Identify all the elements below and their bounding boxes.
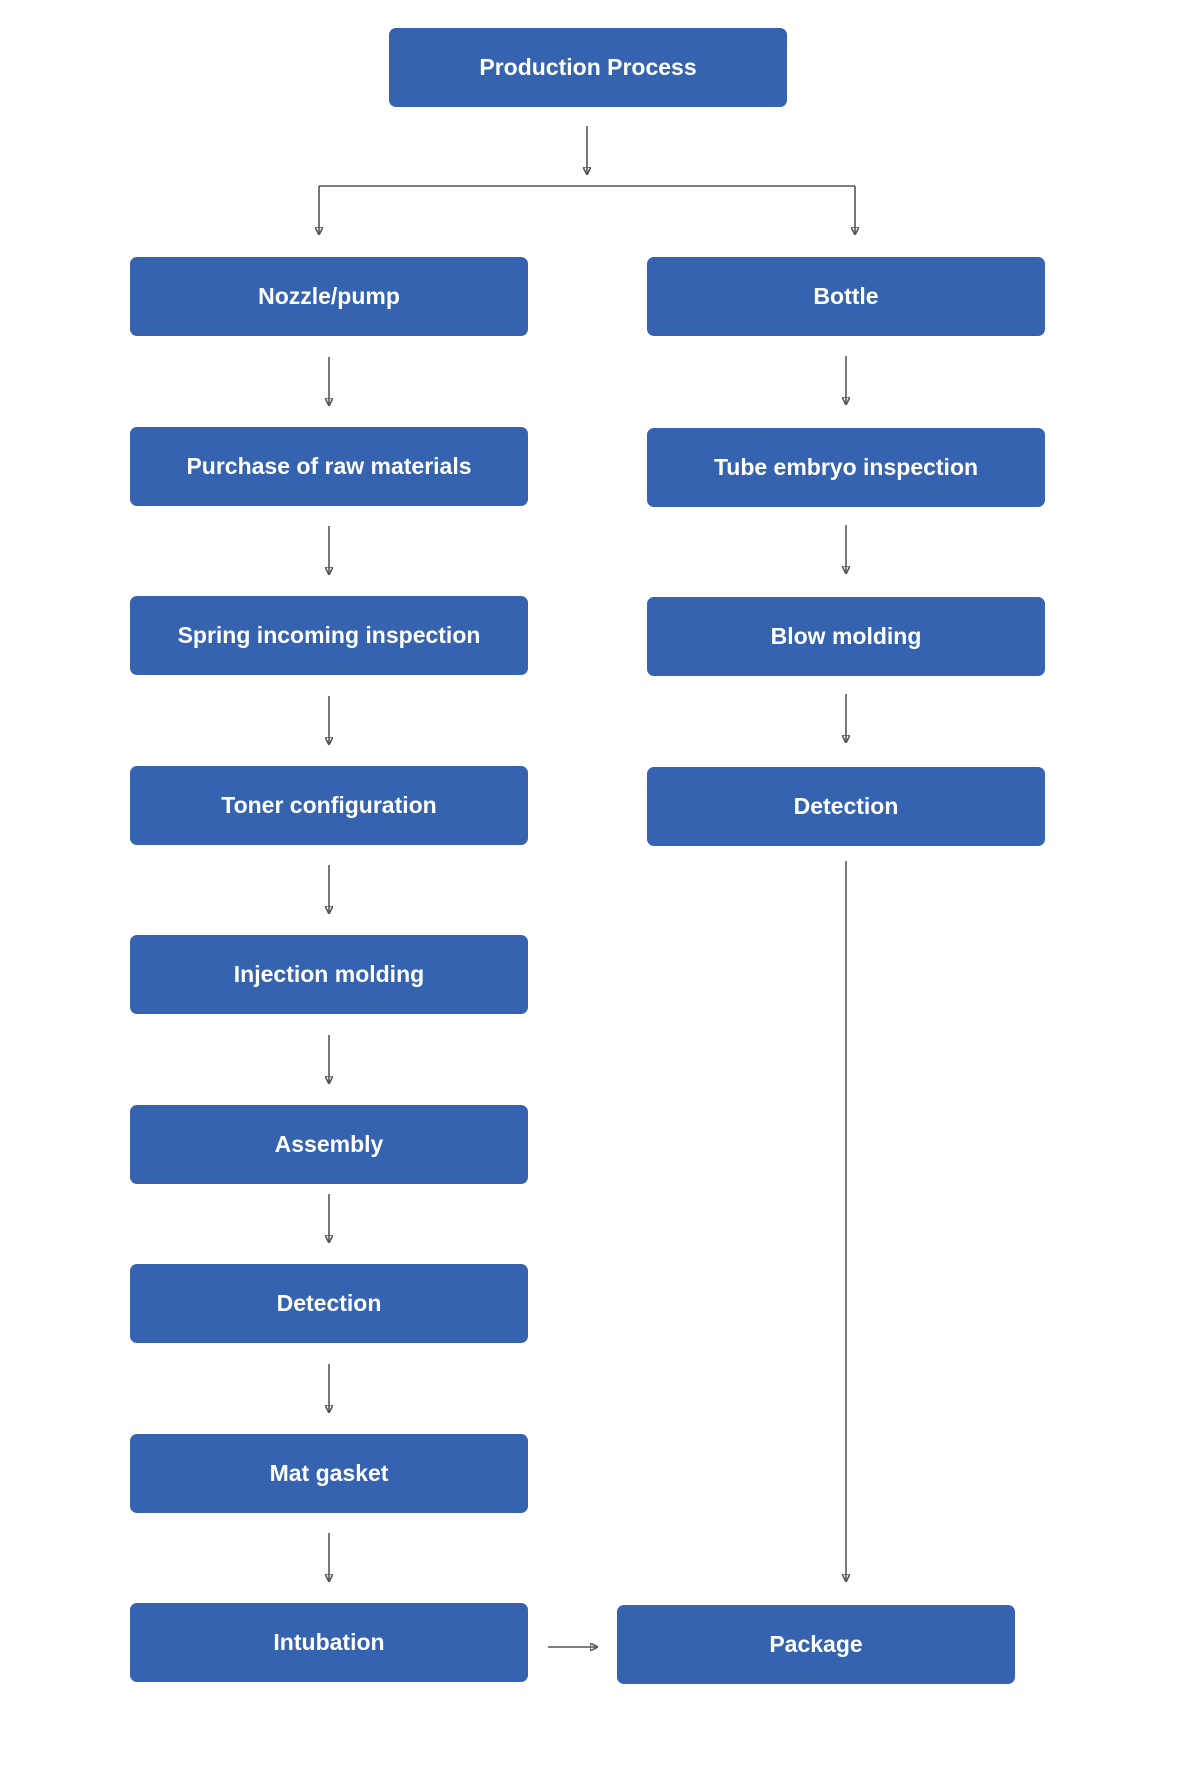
node-label: Tube embryo inspection (713, 454, 979, 480)
node-production-process: Production Process (389, 28, 787, 107)
node-label: Bottle (813, 283, 879, 309)
node-nozzle-pump: Nozzle/pump (130, 257, 528, 336)
node-detection-left: Detection (130, 1264, 528, 1343)
node-label: Blow molding (770, 623, 922, 649)
node-toner-configuration: Toner configuration (130, 766, 528, 845)
node-spring-incoming-inspection: Spring incoming inspection (130, 596, 528, 675)
node-injection-molding: Injection molding (130, 935, 528, 1014)
node-label: Production Process (479, 54, 697, 80)
node-label: Assembly (274, 1131, 384, 1157)
node-label: Intubation (273, 1629, 385, 1655)
node-label: Nozzle/pump (258, 283, 400, 309)
node-package: Package (617, 1605, 1015, 1684)
node-label: Spring incoming inspection (177, 622, 481, 648)
node-label: Package (769, 1631, 863, 1657)
node-detection-right: Detection (647, 767, 1045, 846)
node-assembly: Assembly (130, 1105, 528, 1184)
node-purchase-of-raw-materials: Purchase of raw materials (130, 427, 528, 506)
node-blow-molding: Blow molding (647, 597, 1045, 676)
node-mat-gasket: Mat gasket (130, 1434, 528, 1513)
node-label: Purchase of raw materials (186, 453, 472, 479)
node-label: Injection molding (233, 961, 425, 987)
node-tube-embryo-inspection: Tube embryo inspection (647, 428, 1045, 507)
node-intubation: Intubation (130, 1603, 528, 1682)
node-bottle: Bottle (647, 257, 1045, 336)
node-label: Detection (793, 793, 899, 819)
node-label: Detection (276, 1290, 382, 1316)
node-label: Mat gasket (269, 1460, 389, 1486)
node-label: Toner configuration (221, 792, 437, 818)
